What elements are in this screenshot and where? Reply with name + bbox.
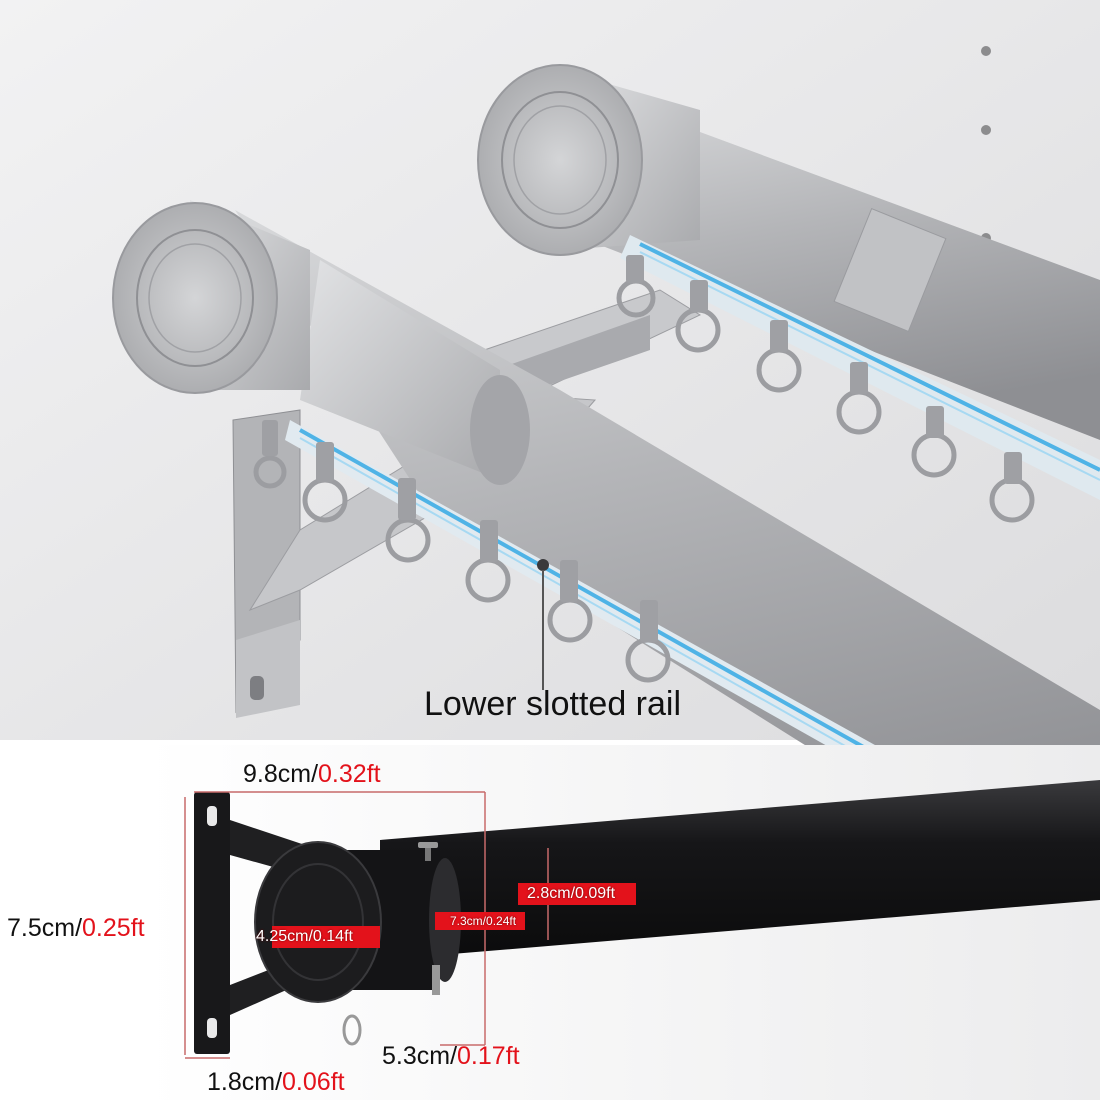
- callout-label: Lower slotted rail: [424, 685, 682, 723]
- dimension-depth: 5.3cm/0.17ft: [382, 1042, 520, 1070]
- dimension-height: 7.5cm/0.25ft: [7, 914, 145, 942]
- hook-icon: [342, 965, 440, 1046]
- back-rod: [477, 64, 1100, 440]
- black-rod: [254, 780, 1100, 1046]
- front-rings: [253, 420, 671, 683]
- carousel-dot-icon: [981, 125, 991, 135]
- carousel-dot-icon: [981, 46, 991, 56]
- back-rings: [616, 255, 1035, 523]
- callout-pointer: [537, 559, 549, 690]
- dimension-highlight-bars: [272, 883, 636, 948]
- dimension-width: 9.8cm/0.32ft: [243, 760, 381, 788]
- dimension-connector: 7.3cm/0.24ft: [450, 914, 517, 928]
- screw-icon: [418, 842, 438, 861]
- dimension-finial: 4.25cm/0.14ft: [256, 928, 353, 945]
- dimension-plate-width: 1.8cm/0.06ft: [207, 1068, 345, 1096]
- dimension-rod: 2.8cm/0.09ft: [527, 885, 616, 902]
